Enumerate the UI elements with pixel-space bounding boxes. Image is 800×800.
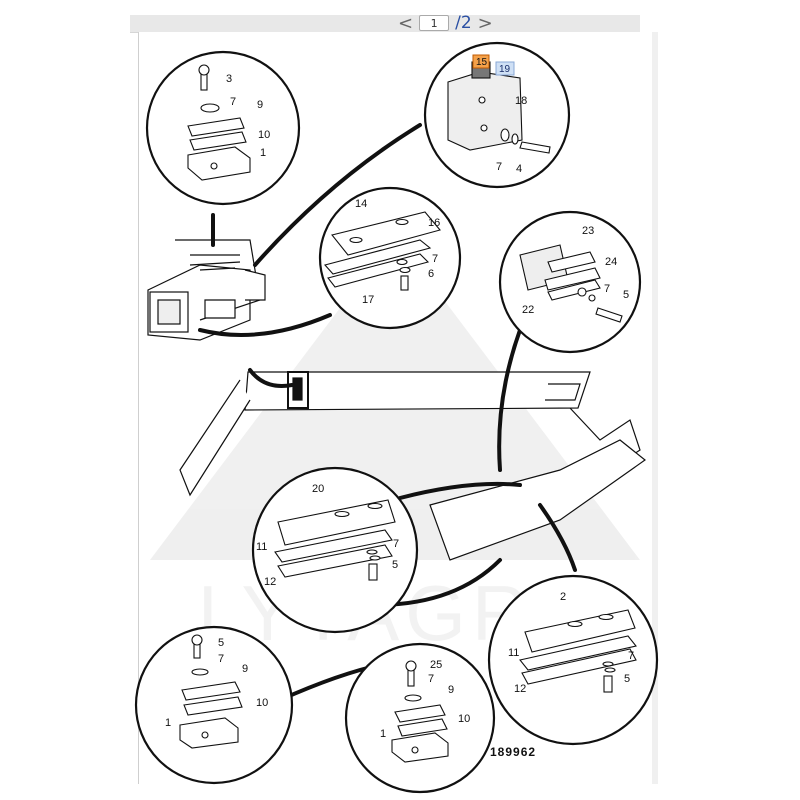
callout-label: 7 — [218, 653, 224, 665]
callout-label: 22 — [522, 304, 534, 316]
callout-label: 5 — [392, 559, 398, 571]
callout-label: 25 — [430, 659, 442, 671]
highlight-marker-blue[interactable] — [495, 61, 515, 76]
callout-label: 11 — [508, 647, 519, 659]
callout-label: 6 — [428, 268, 434, 280]
callout-label: 10 — [458, 713, 470, 725]
callout-label: 11 — [256, 541, 267, 553]
callout-label: 1 — [165, 717, 171, 729]
highlight-marker-orange[interactable] — [472, 54, 490, 69]
page-number-input[interactable] — [419, 15, 450, 31]
drawing-number: 189962 — [490, 745, 536, 759]
page-navigator: < /2 > — [398, 12, 493, 34]
upper-bracket — [147, 239, 266, 341]
scrollbar-track[interactable] — [652, 32, 658, 784]
callout-label: 7 — [393, 538, 399, 550]
callout-label: 1 — [260, 147, 266, 159]
callout-label: 12 — [264, 576, 276, 588]
callout-label: 1 — [380, 728, 386, 740]
callout-label: 7 — [604, 283, 610, 295]
callout-label: 3 — [226, 73, 232, 85]
callout-labels: 3 7 9 10 1 18 7 4 14 16 7 6 17 23 24 7 5… — [165, 73, 634, 740]
prev-page-button[interactable]: < — [398, 12, 414, 34]
callout-label: 17 — [362, 294, 374, 306]
callout-label: 20 — [312, 483, 324, 495]
callout-label: 14 — [355, 198, 367, 210]
callout-label: 5 — [624, 673, 630, 685]
callout-label: 18 — [515, 95, 527, 107]
callout-label: 23 — [582, 225, 594, 237]
callout-label: 5 — [218, 637, 224, 649]
callout-label: 24 — [605, 256, 617, 268]
callout-label: 12 — [514, 683, 526, 695]
callout-label: 7 — [496, 161, 502, 173]
callout-label: 10 — [256, 697, 268, 709]
callout-label: 5 — [623, 289, 629, 301]
highlight-marker-blue-label: 19 — [499, 64, 511, 75]
highlight-marker-orange-label: 15 — [476, 57, 488, 68]
callout-label: 9 — [257, 99, 263, 111]
total-pages-label: /2 — [455, 13, 472, 33]
callout-label: 9 — [242, 663, 248, 675]
part-sketches — [179, 61, 637, 763]
callout-label: 7 — [230, 96, 236, 108]
callout-label: 2 — [560, 591, 566, 603]
callout-label: 10 — [258, 129, 270, 141]
next-page-button[interactable]: > — [477, 12, 493, 34]
callout-label: 7 — [428, 673, 434, 685]
callout-label: 16 — [428, 217, 440, 229]
callout-label: 4 — [516, 163, 522, 175]
callout-label: 7 — [628, 650, 634, 662]
callout-label: 9 — [448, 684, 454, 696]
callout-label: 7 — [432, 253, 438, 265]
